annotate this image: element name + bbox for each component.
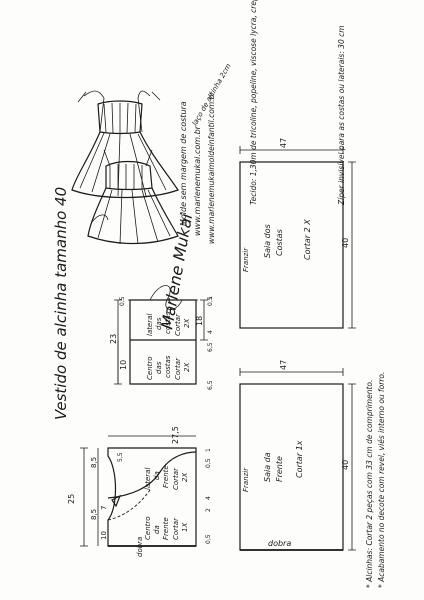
bodice-back-1: 1 bbox=[207, 296, 214, 300]
skirt-front-label1: Saia da bbox=[263, 452, 272, 482]
skirt-front-height: 47 bbox=[279, 360, 288, 370]
bodice-front-55: 5,5 bbox=[117, 452, 124, 462]
page-title: Vestido de alcinha tamanho 40 bbox=[52, 187, 70, 420]
skirt-front-piece: 47 40 Franzir Saia da Frente Cortar 1x d… bbox=[239, 360, 356, 551]
bodice-back-center-l2: das bbox=[155, 361, 163, 374]
bodice-front-center-cut2: 1X bbox=[181, 523, 189, 532]
bodice-front-fold: dobra bbox=[136, 537, 144, 557]
skirt-back-height: 47 bbox=[279, 138, 288, 148]
bodice-front-85b: 8,5 bbox=[90, 457, 98, 468]
side-note-web1: www.marlenemukai.com.br bbox=[193, 125, 202, 236]
dress-sketch-top bbox=[71, 90, 179, 199]
bodice-back-05a: 0,5 bbox=[207, 296, 214, 306]
skirt-back-label1: Saia dos bbox=[263, 224, 272, 258]
bodice-back-lat-l1: lateral bbox=[146, 314, 154, 336]
bodice-front-piece: dobra 25 8,5 8,5 10 7 27,5 5,5 0,5 1 4 2… bbox=[67, 426, 212, 557]
svg-text:Zíper invisível para as costas: Zíper invisível para as costas ou latera… bbox=[337, 25, 346, 206]
fabric-note: Tecido: 1,30m de tricoline, popeline, vi… bbox=[249, 0, 258, 205]
skirt-back-gather: Franzir bbox=[242, 247, 250, 272]
bodice-back-center-cut2: 2X bbox=[183, 363, 191, 372]
bodice-back-lat-l2: das bbox=[155, 317, 163, 330]
bodice-front-05b: 0,5 bbox=[205, 534, 212, 544]
dress-sketch-bottom bbox=[87, 149, 179, 245]
bodice-back-65b: 6,5 bbox=[207, 342, 214, 352]
svg-text:Tecido: 1,30m de tricoline, po: Tecido: 1,30m de tricoline, popeline, vi… bbox=[249, 0, 258, 205]
side-note-seam: Molde sem margem de costura bbox=[179, 101, 188, 226]
bodice-back-4: 4 bbox=[207, 330, 214, 334]
bodice-back-18: 18 bbox=[195, 316, 204, 326]
footer-note-straps: * Alcinhas: Cortar 2 peças com 33 cm de … bbox=[365, 380, 374, 588]
bodice-front-center-l1: Centro bbox=[144, 516, 152, 540]
skirt-back-label2: Costas bbox=[275, 229, 284, 256]
bodice-back-lat-cut1: Cortar bbox=[174, 313, 182, 336]
bodice-front-lat-l3: Frente bbox=[162, 465, 170, 488]
skirt-front-fold: dobra bbox=[268, 539, 291, 548]
bodice-front-05a: 0,5 bbox=[205, 458, 212, 468]
footer-note-finish: * Acabamento no decote com revel, viés i… bbox=[377, 372, 386, 588]
bodice-front-10: 10 bbox=[100, 531, 108, 540]
zipper-note: Zíper invisível para as costas ou latera… bbox=[337, 25, 346, 206]
skirt-front-gather: Franzir bbox=[242, 467, 250, 492]
bodice-back-lat-l3: costas bbox=[164, 311, 172, 334]
bodice-back-05b: 0,5 bbox=[119, 296, 126, 306]
bodice-front-center-l3: Frente bbox=[162, 517, 170, 540]
bodice-front-1: 1 bbox=[205, 448, 212, 452]
bodice-front-4: 4 bbox=[205, 496, 212, 500]
side-note-web2: www.marlenemukaimoldeinfantil.com.br bbox=[207, 91, 216, 244]
bodice-back-lat-cut2: 2X bbox=[183, 319, 191, 328]
bodice-front-275: 27,5 bbox=[171, 426, 180, 444]
skirt-front-label2: Frente bbox=[275, 456, 284, 482]
bodice-front-center-l2: da bbox=[153, 525, 161, 534]
bodice-front-lat-l2: da bbox=[153, 471, 161, 480]
bodice-back-center-l3: costas bbox=[164, 355, 172, 378]
skirt-back-piece: 47 40 Franzir Saia dos Costas Cortar 2 X bbox=[239, 138, 356, 329]
bodice-back-piece: 23 10 18 6,5 6,5 4 0,5 1 0,5 Centro das … bbox=[109, 296, 214, 390]
bodice-front-25: 25 bbox=[67, 494, 76, 504]
skirt-back-cut: Cortar 2 X bbox=[303, 219, 312, 260]
bodice-front-center-cut1: Cortar bbox=[172, 517, 180, 540]
bodice-front-2: 2 bbox=[205, 508, 212, 512]
bodice-front-85a: 8,5 bbox=[90, 509, 98, 520]
signature-flourish bbox=[149, 285, 183, 310]
bodice-front-lat-cut2: 2X bbox=[181, 473, 189, 482]
bodice-back-65a: 6,5 bbox=[207, 380, 214, 390]
skirt-back-width: 40 bbox=[341, 238, 350, 248]
bodice-back-10: 10 bbox=[119, 360, 128, 370]
bodice-back-23: 23 bbox=[109, 334, 118, 344]
bodice-back-center-cut1: Cortar bbox=[174, 357, 182, 380]
skirt-front-cut: Cortar 1x bbox=[295, 440, 304, 478]
bodice-front-lat-l1: lateral bbox=[144, 468, 152, 490]
bodice-front-7: 7 bbox=[100, 506, 108, 510]
bodice-front-lat-cut1: Cortar bbox=[172, 467, 180, 490]
skirt-front-width: 40 bbox=[341, 460, 350, 470]
bodice-back-center-l1: Centro bbox=[146, 356, 154, 380]
